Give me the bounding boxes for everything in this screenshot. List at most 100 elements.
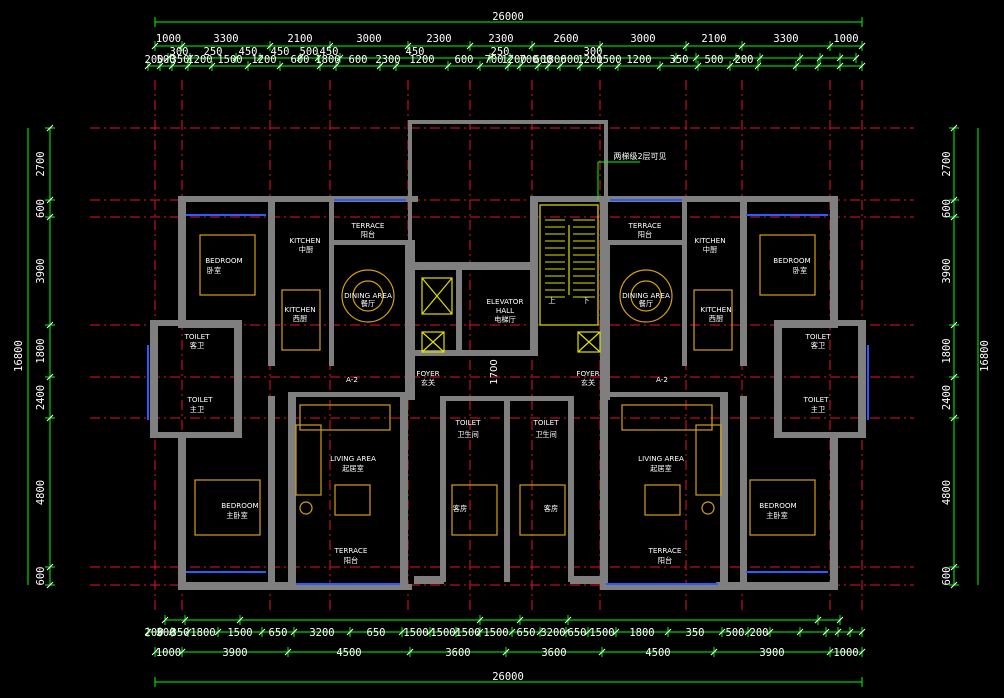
room-label: TOILET	[532, 418, 559, 427]
note-label: 两梯级2层可见	[613, 151, 666, 161]
room-label: KITCHEN	[289, 236, 320, 245]
dimension-label: 1000	[833, 647, 858, 659]
dimension-label: 1500	[589, 627, 614, 639]
stair-down-label: 下	[582, 296, 589, 305]
dimension-label: 600	[941, 199, 953, 218]
room-label: 主卧室	[226, 511, 248, 520]
dimension-label: 1000	[156, 33, 181, 45]
dimension-label: 1500	[403, 627, 428, 639]
dimension-label: 700	[520, 54, 539, 66]
dimension-label: 200	[145, 54, 164, 66]
dimension-label: 650	[269, 627, 288, 639]
room-label: 阳台	[638, 230, 652, 239]
room-label: 卧室	[207, 266, 221, 275]
overall-height: 16800	[13, 340, 25, 372]
overall-width: 26000	[492, 671, 524, 683]
dimension-label: 350	[171, 627, 190, 639]
dimension-label: 1500	[430, 627, 455, 639]
dimension-label: 3900	[222, 647, 247, 659]
dimension-label: 2700	[35, 151, 47, 176]
room-label: DINING AREA	[622, 291, 670, 300]
dimension-label: 1800	[941, 338, 953, 363]
room-label: BEDROOM	[759, 501, 797, 510]
dimension-label: 1800	[35, 338, 47, 363]
room-label: 客房	[544, 504, 558, 513]
room-label: HALL	[496, 306, 514, 315]
dimension-label: 1200	[251, 54, 276, 66]
dimension-label: 3600	[445, 647, 470, 659]
room-label: FOYER	[416, 369, 439, 378]
dimension-label: 2400	[35, 385, 47, 410]
dimension-label: 1500	[455, 627, 480, 639]
dimension-label: 450	[239, 46, 258, 58]
room-label: KITCHEN	[700, 305, 731, 314]
dimension-label: 500	[300, 46, 319, 58]
room-label: 西厨	[293, 314, 307, 323]
room-label: 客卫	[811, 341, 825, 350]
dimension-label: 1200	[187, 54, 212, 66]
dimension-label: 2400	[941, 385, 953, 410]
dimension-label: 3300	[213, 33, 238, 45]
dimension-label: 1800	[541, 54, 566, 66]
dimension-label: 3900	[941, 258, 953, 283]
dimension-label: 1500	[596, 54, 621, 66]
dimension-label: 2300	[426, 33, 451, 45]
dimension-label: 450	[271, 46, 290, 58]
dimension-label: 3000	[356, 33, 381, 45]
corridor-dimension: 1700	[489, 359, 500, 384]
staircase	[539, 204, 599, 326]
room-label: BEDROOM	[773, 256, 811, 265]
room-label: 起居室	[650, 464, 672, 473]
dimension-label: 250	[204, 46, 223, 58]
room-label: 中厨	[703, 245, 717, 254]
room-label: 客卫	[190, 341, 204, 350]
dimension-label: 450	[406, 46, 425, 58]
dimension-label: 3900	[759, 647, 784, 659]
dimension-label: 200	[735, 54, 754, 66]
dimension-label: 1800	[315, 54, 340, 66]
room-label: ELEVATOR	[487, 297, 524, 306]
dimension-label: 3000	[630, 33, 655, 45]
overall-width: 26000	[492, 11, 524, 23]
elevator-shafts	[421, 277, 601, 353]
dimension-label: 2600	[553, 33, 578, 45]
dimension-label: 2300	[488, 33, 513, 45]
dimension-label: 700	[485, 54, 504, 66]
room-label: TOILET	[804, 332, 831, 341]
dimension-label: 500	[726, 627, 745, 639]
furniture-right	[519, 234, 816, 536]
dimension-label: 1200	[501, 54, 526, 66]
dimension-label: 3200	[540, 627, 565, 639]
dimension-label: 600	[291, 54, 310, 66]
room-label: LIVING AREA	[638, 454, 684, 463]
dimension-label: 1000	[156, 647, 181, 659]
dimension-label: 600	[561, 54, 580, 66]
room-label: TERRACE	[628, 221, 662, 230]
dimension-label: 350	[686, 627, 705, 639]
overall-height: 16800	[979, 340, 991, 372]
room-label: 西厨	[709, 314, 723, 323]
room-label: TERRACE	[334, 546, 368, 555]
windows	[147, 199, 869, 585]
room-label: 主卫	[190, 405, 204, 414]
room-label: 主卧室	[766, 511, 788, 520]
dimension-label: 600	[534, 54, 553, 66]
room-label: TERRACE	[648, 546, 682, 555]
dimension-label: 1800	[629, 627, 654, 639]
room-label: TOILET	[183, 332, 210, 341]
dimension-label: 4800	[941, 480, 953, 505]
dimension-label: 600	[941, 567, 953, 586]
room-label: 卫生间	[535, 430, 557, 439]
room-label: TOILET	[454, 418, 481, 427]
building-walls	[150, 120, 866, 590]
dimension-label: 600	[455, 54, 474, 66]
room-label: 餐厅	[639, 299, 653, 308]
room-labels: BEDROOM 卧室 KITCHEN 中厨 KITCHEN 西厨 TERRACE…	[183, 151, 831, 565]
dimension-label: 3600	[541, 647, 566, 659]
room-label: TOILET	[802, 395, 829, 404]
dimension-label: 350	[670, 54, 689, 66]
room-label: 餐厅	[361, 299, 375, 308]
dimension-label: 500	[157, 627, 176, 639]
dimension-label: 650	[568, 627, 587, 639]
